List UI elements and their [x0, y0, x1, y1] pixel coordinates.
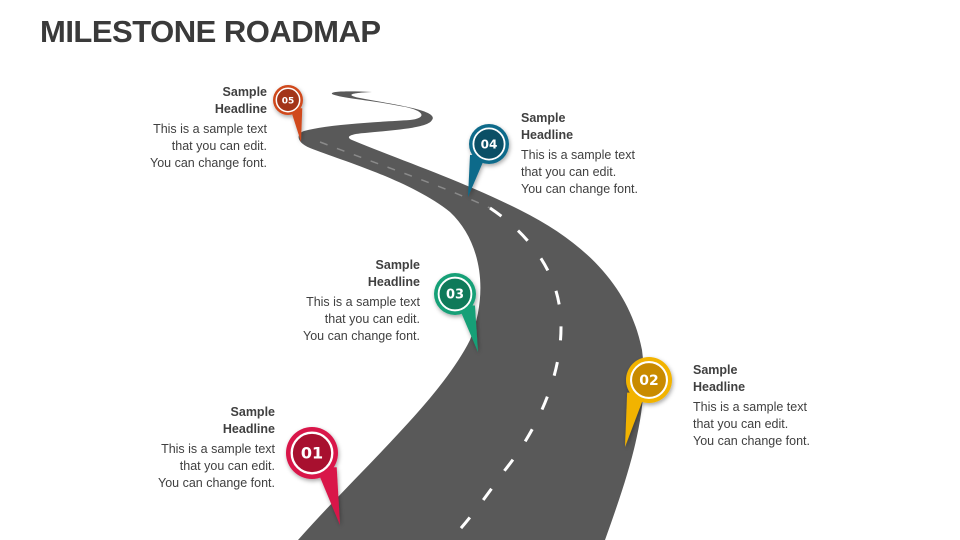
- pin-tail: [290, 108, 303, 142]
- milestone-headline: Sample: [230, 405, 275, 419]
- milestone-headline: Sample: [375, 258, 420, 272]
- pin-inner: [275, 87, 301, 113]
- milestone-headline: Headline: [693, 380, 746, 394]
- milestone-headline: Headline: [367, 275, 420, 289]
- milestone-description: This is a sample text: [693, 400, 807, 414]
- pin-inner: [290, 431, 334, 475]
- pin-tail: [625, 392, 646, 447]
- road-center-line-far: [319, 141, 491, 209]
- milestone-headline: Headline: [222, 422, 275, 436]
- milestone-description: You can change font.: [150, 156, 267, 170]
- milestone-description: You can change font.: [158, 476, 275, 490]
- road: [298, 91, 644, 540]
- milestone-description: that you can edit.: [521, 165, 617, 179]
- milestone-description: You can change font.: [521, 182, 638, 196]
- milestone-description: that you can edit.: [693, 417, 789, 431]
- pin-inner: [472, 127, 506, 161]
- pin-tail: [315, 467, 340, 525]
- pin-inner: [630, 361, 668, 399]
- pin-tail: [468, 155, 486, 197]
- milestone-number: 02: [639, 373, 658, 389]
- milestone-description: This is a sample text: [521, 148, 635, 162]
- milestone-number: 01: [301, 444, 323, 463]
- milestone-description: You can change font.: [303, 329, 420, 343]
- milestone-description: that you can edit.: [324, 312, 420, 326]
- pin-tail: [458, 305, 478, 352]
- pin-inner: [437, 276, 473, 312]
- milestone-headline: Sample: [693, 363, 738, 377]
- milestone-number: 04: [481, 137, 498, 151]
- milestone-number: 05: [282, 96, 295, 106]
- milestone-description: that you can edit.: [179, 459, 275, 473]
- milestone-description: This is a sample text: [306, 295, 420, 309]
- milestone-description: that you can edit.: [171, 139, 267, 153]
- page-title: MILESTONE ROADMAP: [40, 14, 381, 49]
- milestone-headline: Headline: [214, 102, 267, 116]
- milestone-headline: Headline: [521, 128, 574, 142]
- milestone-description: This is a sample text: [153, 122, 267, 136]
- milestone-description: This is a sample text: [161, 442, 275, 456]
- milestone-headline: Sample: [521, 111, 566, 125]
- milestone-headline: Sample: [222, 85, 267, 99]
- milestone-number: 03: [446, 288, 464, 303]
- milestone-description: You can change font.: [693, 434, 810, 448]
